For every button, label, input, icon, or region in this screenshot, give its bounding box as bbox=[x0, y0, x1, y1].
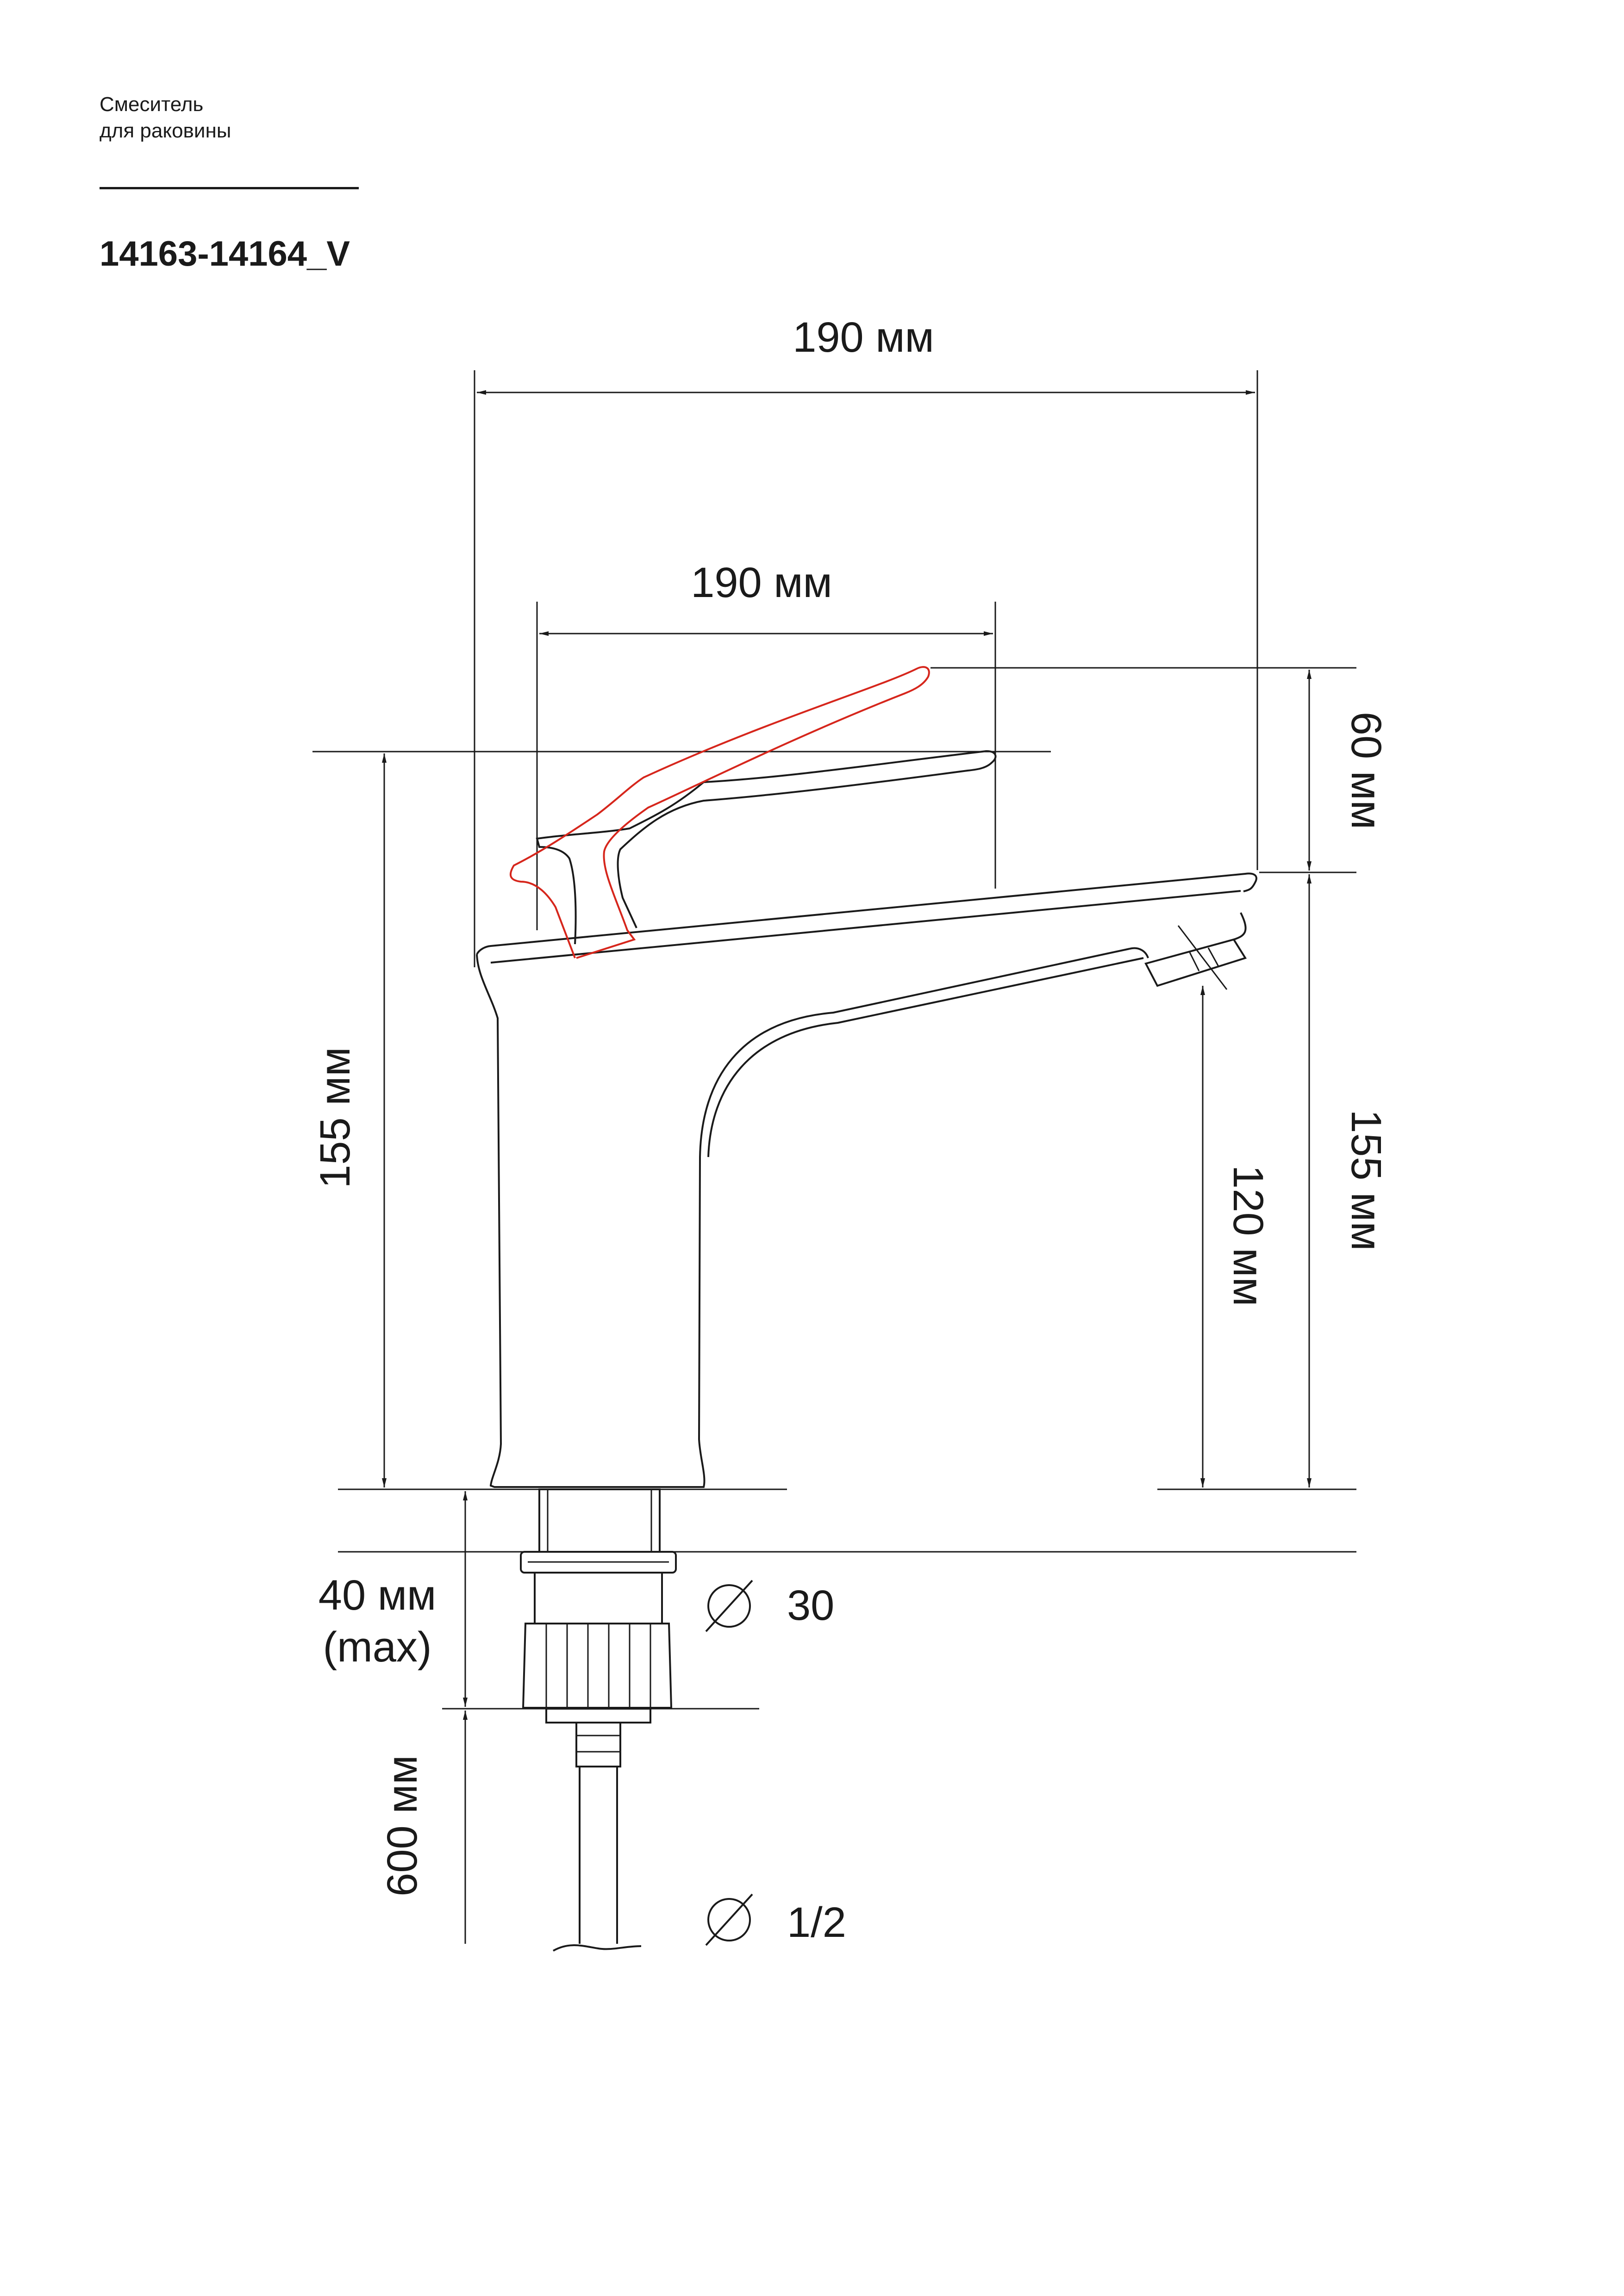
mounting-hardware bbox=[520, 1488, 677, 1952]
diameter-icon bbox=[707, 1898, 751, 1941]
label-height-left: 155 мм bbox=[312, 1047, 359, 1188]
label-mount-diameter: 30 bbox=[787, 1582, 834, 1629]
label-handle-rise: 60 мм bbox=[1343, 712, 1390, 829]
product-type-line1: Смеситель bbox=[100, 93, 204, 116]
label-handle-width: 190 мм bbox=[691, 559, 832, 606]
handle-closed bbox=[536, 750, 997, 945]
header-rule bbox=[100, 187, 359, 189]
faucet-body bbox=[476, 872, 1257, 1488]
dimension-lines bbox=[382, 390, 1312, 1944]
extension-lines bbox=[312, 370, 1356, 1710]
label-height-right: 155 мм bbox=[1343, 1109, 1390, 1251]
dimension-labels: 190 мм 190 мм 60 мм 155 мм 120 мм 155 мм… bbox=[312, 314, 1390, 1946]
diameter-icon bbox=[707, 1584, 751, 1628]
label-hose-length: 600 мм bbox=[379, 1755, 426, 1897]
label-spout-height: 120 мм bbox=[1224, 1165, 1272, 1307]
label-overall-width: 190 мм bbox=[793, 314, 934, 361]
model-number: 14163-14164_V bbox=[100, 234, 350, 274]
handle-open bbox=[509, 666, 930, 959]
label-mount-depth: 40 мм bbox=[319, 1572, 436, 1619]
label-hose-thread: 1/2 bbox=[787, 1899, 846, 1946]
label-mount-depth-note: (max) bbox=[323, 1624, 431, 1671]
product-type-line2: для раковины bbox=[100, 119, 231, 142]
diameter-symbols bbox=[705, 1580, 753, 1946]
